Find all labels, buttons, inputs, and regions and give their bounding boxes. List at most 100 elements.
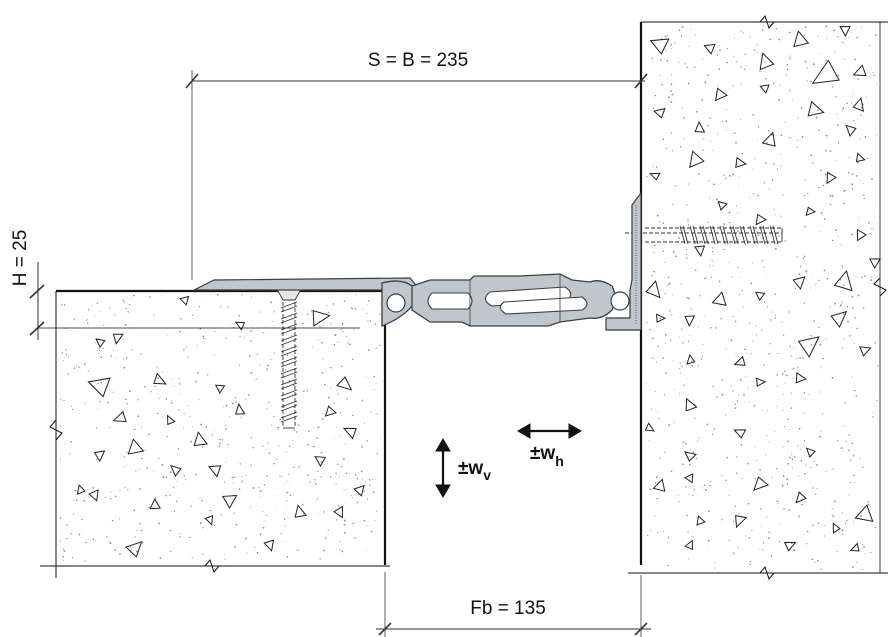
- concrete-dot: [750, 282, 753, 285]
- concrete-dot: [653, 252, 655, 254]
- concrete-dot: [664, 333, 667, 336]
- concrete-dot: [227, 443, 229, 446]
- concrete-dot: [736, 456, 738, 458]
- concrete-dot: [352, 414, 354, 417]
- concrete-dot: [829, 194, 832, 197]
- concrete-dot: [161, 464, 164, 466]
- concrete-dot: [701, 355, 703, 357]
- concrete-dot: [818, 326, 820, 329]
- concrete-dot: [669, 310, 671, 312]
- concrete-dot: [791, 458, 794, 461]
- concrete-dot: [183, 427, 185, 429]
- concrete-dot: [144, 449, 146, 451]
- concrete-dot: [307, 474, 309, 476]
- concrete-dot: [707, 74, 709, 77]
- concrete-dot: [775, 248, 777, 250]
- concrete-dot: [327, 311, 330, 314]
- concrete-dot: [687, 221, 689, 223]
- concrete-dot: [868, 222, 870, 224]
- concrete-dot: [316, 437, 319, 440]
- concrete-dot: [767, 410, 768, 412]
- concrete-dot: [231, 402, 234, 405]
- concrete-dot: [865, 96, 867, 99]
- concrete-dot: [747, 387, 749, 389]
- concrete-dot: [189, 416, 191, 418]
- concrete-dot: [76, 370, 78, 372]
- screw-thread: [280, 411, 298, 423]
- concrete-dot: [254, 547, 256, 548]
- concrete-dot: [833, 29, 836, 32]
- concrete-dot: [803, 194, 806, 197]
- concrete-dot: [73, 367, 76, 369]
- vertical-movement-arrow: [435, 438, 451, 498]
- concrete-dot: [161, 371, 163, 373]
- concrete-dot: [861, 568, 863, 571]
- concrete-dot: [851, 295, 854, 298]
- concrete-dot: [683, 384, 685, 387]
- concrete-dot: [797, 117, 799, 119]
- concrete-dot: [798, 428, 800, 430]
- concrete-dot: [735, 352, 737, 354]
- concrete-dot: [871, 178, 873, 180]
- concrete-dot: [264, 540, 266, 542]
- concrete-dot: [692, 451, 695, 454]
- concrete-dot: [136, 399, 139, 401]
- concrete-dot: [852, 521, 855, 523]
- concrete-dot: [738, 395, 740, 397]
- concrete-dot: [330, 388, 332, 390]
- concrete-dot: [260, 490, 262, 493]
- concrete-dot: [807, 192, 809, 195]
- concrete-dot: [158, 522, 160, 525]
- concrete-dot: [869, 232, 871, 234]
- concrete-dot: [259, 533, 262, 536]
- concrete-dot: [314, 479, 316, 481]
- concrete-dot: [812, 524, 814, 526]
- concrete-dot: [195, 380, 197, 383]
- concrete-dot: [162, 476, 165, 478]
- concrete-dot: [322, 418, 324, 420]
- concrete-dot: [192, 426, 194, 428]
- concrete-dot: [776, 386, 778, 388]
- concrete-dot: [681, 107, 683, 109]
- concrete-dot: [840, 447, 843, 449]
- concrete-dot: [721, 519, 723, 521]
- concrete-dot: [768, 531, 770, 534]
- concrete-dot: [131, 349, 133, 351]
- concrete-dot: [822, 357, 824, 360]
- aggregate-triangle: [125, 540, 143, 558]
- concrete-dot: [239, 335, 241, 338]
- concrete-dot: [855, 175, 858, 177]
- aggregate-triangle: [859, 346, 872, 357]
- concrete-dot: [223, 406, 225, 408]
- aggregate-triangle: [649, 172, 661, 181]
- concrete-dot: [716, 259, 718, 261]
- concrete-dot: [379, 313, 381, 315]
- concrete-dot: [171, 402, 173, 404]
- concrete-dot: [852, 566, 854, 569]
- concrete-dot: [788, 31, 791, 34]
- concrete-dot: [139, 522, 142, 525]
- concrete-dot: [97, 461, 99, 463]
- concrete-dot: [670, 101, 673, 103]
- concrete-dot: [735, 205, 738, 207]
- concrete-dot: [123, 466, 125, 468]
- concrete-dot: [768, 537, 770, 539]
- concrete-dot: [372, 491, 375, 494]
- concrete-dot: [840, 244, 842, 246]
- concrete-dot: [877, 365, 879, 367]
- concrete-dot: [719, 49, 721, 52]
- concrete-dot: [361, 399, 364, 402]
- concrete-dot: [308, 430, 310, 433]
- concrete-dot: [322, 358, 324, 360]
- concrete-dot: [670, 83, 673, 86]
- concrete-dot: [146, 467, 148, 469]
- concrete-dot: [741, 289, 743, 292]
- concrete-dot: [737, 230, 739, 233]
- aggregate-triangle: [717, 200, 728, 211]
- concrete-dot: [780, 153, 782, 155]
- concrete-dot: [778, 236, 780, 238]
- concrete-dot: [721, 393, 724, 396]
- concrete-dot: [155, 506, 157, 508]
- concrete-dot: [765, 162, 767, 164]
- concrete-dot: [766, 516, 768, 518]
